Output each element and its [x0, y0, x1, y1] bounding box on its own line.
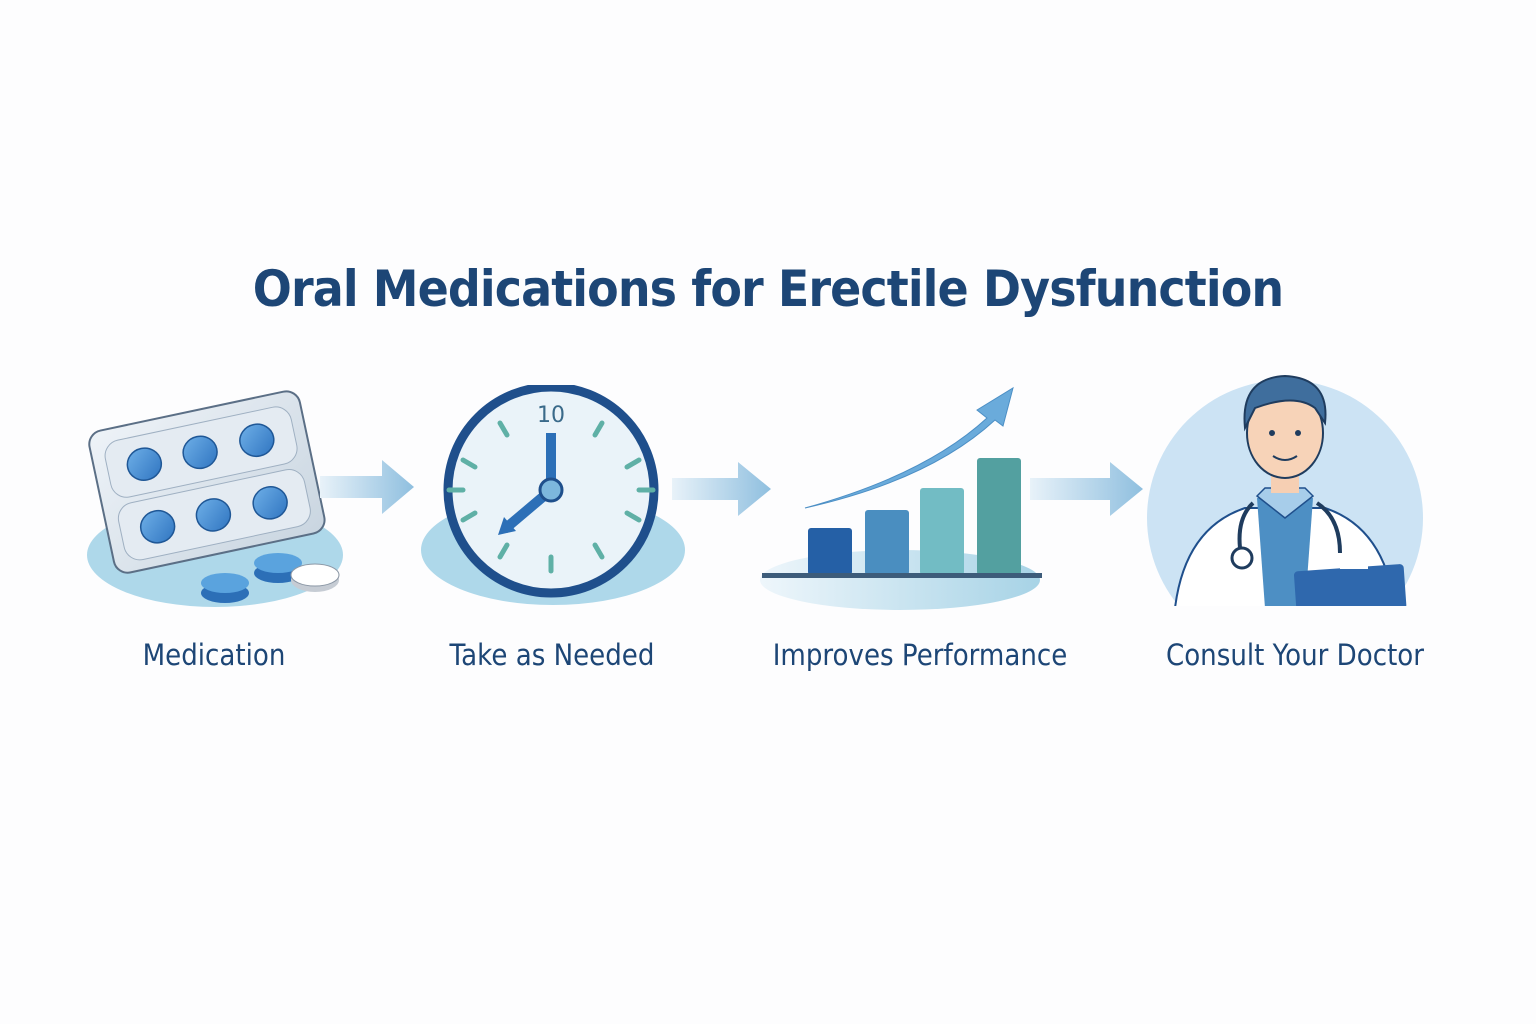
- right-arrow-icon: [320, 460, 414, 514]
- step-label-consult-doctor: Consult Your Doctor: [1165, 638, 1425, 672]
- clock-icon: 10: [421, 385, 685, 605]
- pill-blister-pack-icon: [87, 390, 343, 607]
- step-label-medication: Medication: [142, 638, 286, 672]
- right-arrow-icon: [1030, 462, 1143, 516]
- right-arrow-icon: [672, 462, 771, 516]
- step-label-take-as-needed: Take as Needed: [449, 638, 655, 672]
- doctor-icon: [1147, 374, 1423, 606]
- step-label-improves-performance: Improves Performance: [772, 638, 1068, 672]
- rising-bar-chart-icon: [760, 386, 1042, 610]
- svg-text:10: 10: [537, 403, 565, 428]
- page-title: Oral Medications for Erectile Dysfunctio…: [252, 260, 1284, 318]
